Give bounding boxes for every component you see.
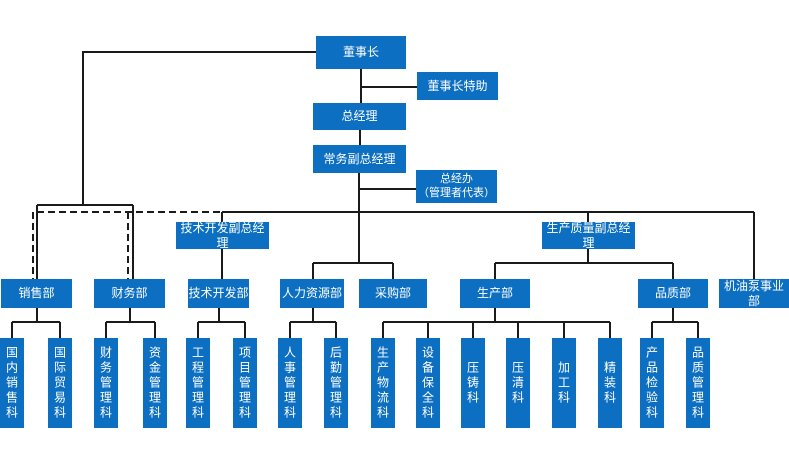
- dept-box-oil-pump-division: 机油泵事业部: [719, 279, 789, 308]
- section-box-funds-management: 资金管理科: [143, 338, 167, 428]
- section-box-finishing: 精装科: [598, 338, 622, 428]
- section-box-equipment-maintenance: 设备保全科: [416, 338, 440, 428]
- section-box-production-logistics: 生产物流科: [371, 338, 395, 428]
- dept-box-quality: 品质部: [638, 279, 708, 308]
- section-box-engineering-management: 工程管理科: [186, 338, 210, 428]
- section-box-personnel-management: 人事管理科: [278, 338, 302, 428]
- gm-office-label-line1: 总经办: [440, 172, 473, 185]
- org-node-gm-office: 总经办 （管理者代表）: [416, 170, 497, 203]
- dept-box-finance: 财务部: [94, 279, 165, 308]
- org-node-chairman-assistant: 董事长特助: [417, 72, 498, 100]
- section-box-logistics-management: 后勤管理科: [324, 338, 348, 428]
- org-node-general-manager: 总经理: [313, 103, 406, 130]
- dept-box-sales: 销售部: [1, 279, 72, 308]
- section-box-domestic-sales: 国内销售科: [0, 338, 24, 428]
- section-box-product-inspection: 产品检验科: [640, 338, 664, 428]
- gm-office-label-line2: （管理者代表）: [418, 186, 495, 199]
- section-box-quality-management: 品质管理科: [686, 338, 710, 428]
- section-box-machining: 加工科: [552, 338, 576, 428]
- section-box-project-management: 项目管理科: [233, 338, 257, 428]
- section-box-financial-management: 财务管理科: [94, 338, 118, 428]
- dept-box-tech-dev: 技术开发部: [188, 279, 249, 308]
- section-box-die-casting: 压铸科: [461, 338, 485, 428]
- org-node-prod-quality-deputy-gm: 生产质量副总经理: [542, 221, 635, 250]
- org-node-executive-deputy-gm: 常务副总经理: [313, 145, 406, 173]
- dept-box-purchasing: 采购部: [359, 279, 427, 308]
- section-box-pressure-cleaning: 压清科: [506, 338, 530, 428]
- org-node-chairman: 董事长: [316, 36, 406, 69]
- dept-box-production: 生产部: [460, 279, 530, 308]
- org-node-tech-dev-deputy-gm: 技术开发副总经理: [176, 221, 269, 250]
- section-box-international-trade: 国际贸易科: [48, 338, 72, 428]
- dept-box-hr: 人力资源部: [280, 279, 344, 308]
